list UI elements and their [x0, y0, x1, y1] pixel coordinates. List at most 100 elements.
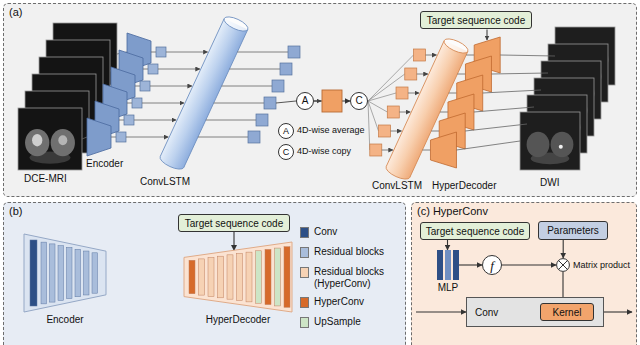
scan-tissue — [51, 129, 75, 156]
hyperdecoder-symbol — [430, 132, 456, 168]
link-line — [391, 131, 402, 132]
copy-line — [368, 101, 379, 131]
link-line — [456, 141, 520, 150]
input-arrow — [416, 311, 466, 312]
residual-block — [67, 247, 73, 298]
residual-block — [58, 246, 64, 301]
legend-swatch — [300, 317, 309, 328]
figure-label: DCE-MRI — [24, 173, 67, 184]
copy-line — [368, 55, 414, 101]
output-arrow — [604, 311, 632, 312]
scan-highlight — [32, 134, 42, 146]
link-line — [382, 150, 393, 151]
connector-arrow — [563, 240, 564, 258]
decoder-trapezoid: HyperDecoder — [184, 242, 292, 312]
panel-title: (c) HyperConv — [417, 205, 631, 217]
link-line — [314, 101, 321, 102]
operator-circle: C — [350, 92, 368, 110]
decoder-layer — [199, 259, 205, 295]
conv-layer — [30, 240, 37, 306]
legend-item: HyperConv — [300, 296, 402, 308]
link-line — [426, 55, 437, 56]
legend-item: Residual blocks — [300, 246, 402, 258]
node-text: A — [283, 127, 289, 136]
link-line — [126, 137, 168, 138]
figure-panel: Target sequence codeMLPfParametersMatrix… — [411, 202, 637, 345]
node-text: MLP — [438, 282, 459, 293]
link-line — [222, 86, 272, 87]
decoder-layer — [208, 258, 214, 297]
copy-line — [368, 101, 387, 112]
feature-square — [387, 106, 399, 118]
mlp-layer — [453, 250, 459, 280]
product-circle — [557, 259, 570, 272]
link-line — [142, 103, 184, 104]
link-line — [465, 124, 527, 131]
node-text: Target sequence code — [185, 218, 283, 229]
feature-square — [264, 97, 276, 109]
residual-block — [75, 249, 81, 297]
figure-label: 4D-wise average — [297, 125, 365, 136]
decoder-layer — [275, 248, 281, 306]
mlp-block: MLP — [437, 250, 459, 280]
feature-square — [405, 68, 417, 80]
copy-line — [368, 101, 370, 150]
link-line — [457, 74, 465, 75]
cylinder-cap — [222, 14, 250, 34]
cylinder-cap — [442, 36, 470, 56]
node-text: Conv — [475, 307, 498, 318]
link-line — [417, 74, 428, 75]
legend-item: Residual blocks (HyperConv) — [300, 266, 402, 290]
link-line — [449, 93, 457, 94]
process-box: Target sequence code — [178, 214, 290, 232]
encoder-symbol — [87, 118, 111, 156]
cylinder-body — [160, 19, 248, 168]
legend-text: Residual blocks — [314, 246, 402, 258]
figure-label: ConvLSTM — [140, 176, 190, 187]
link-line — [135, 86, 140, 87]
panel-title: (b) — [9, 205, 400, 217]
operator-circle: C — [278, 144, 294, 160]
figure-label: ConvLSTM — [372, 180, 422, 191]
link-line — [198, 137, 248, 138]
link-line — [127, 103, 132, 104]
feature-square — [140, 81, 150, 91]
node-text: f — [490, 259, 494, 272]
link-line — [500, 55, 555, 56]
matrix-product-symbol: Matrix product — [556, 258, 570, 272]
process-box: Kernel — [540, 303, 594, 321]
decoder-layer — [227, 255, 233, 299]
feature-square — [272, 80, 284, 92]
residual-block — [84, 251, 90, 295]
decoder-layer — [256, 251, 262, 303]
connector-arrow — [459, 264, 482, 265]
link-line — [229, 69, 280, 70]
process-box: Target sequence code — [420, 11, 532, 29]
legend-swatch — [300, 297, 309, 308]
feature-square — [379, 125, 391, 137]
encoder-outline — [24, 234, 106, 312]
decoder-outline — [184, 242, 292, 312]
decoder-layer — [284, 247, 290, 308]
link-line — [82, 137, 87, 139]
scan-tissue — [527, 132, 550, 158]
link-line — [466, 55, 474, 56]
link-line — [237, 52, 288, 53]
decoder-layer — [246, 252, 252, 302]
figure-label: 4D-wise copy — [297, 146, 351, 157]
node-text: A — [302, 96, 309, 106]
feature-square — [116, 132, 126, 142]
feature-square — [124, 115, 134, 125]
operator-circle: A — [278, 123, 294, 139]
legend-swatch — [300, 247, 309, 258]
node-text: C — [283, 148, 290, 157]
process-box: Target sequence code — [420, 222, 530, 240]
function-circle: f — [482, 255, 502, 275]
operator-circle: A — [296, 92, 314, 110]
node-text: Kernel — [553, 307, 582, 318]
link-line — [134, 120, 176, 121]
residual-block — [41, 242, 47, 304]
feature-square — [156, 47, 166, 57]
legend-text: Residual blocks (HyperConv) — [314, 266, 402, 290]
scan-tissue — [25, 129, 49, 156]
